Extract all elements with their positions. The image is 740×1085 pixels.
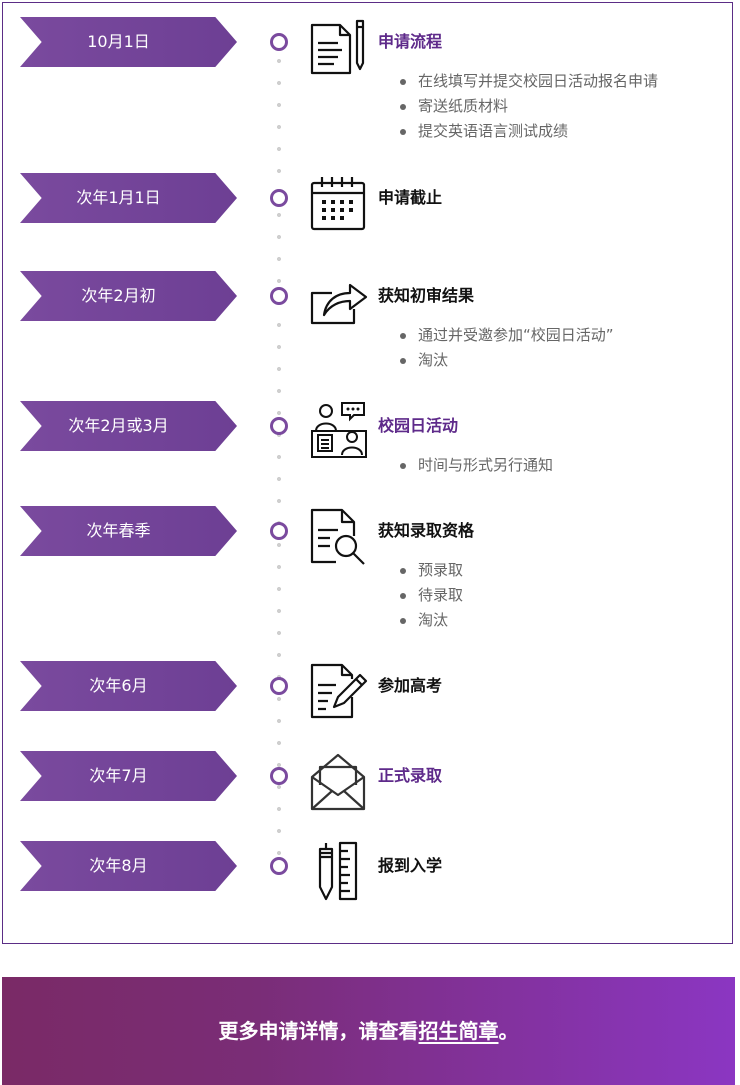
date-arrow: 次年7月	[20, 751, 237, 801]
timeline-node	[270, 417, 288, 435]
date-arrow: 次年6月	[20, 661, 237, 711]
document-edit-icon	[308, 661, 368, 721]
step-title: 正式录取	[378, 766, 443, 785]
timeline-node	[270, 677, 288, 695]
step-title: 参加高考	[378, 676, 443, 695]
calendar-icon	[308, 173, 368, 233]
timeline-frame	[2, 2, 733, 944]
pencil-ruler-icon	[308, 841, 368, 901]
banner-text-end: 。	[498, 1019, 519, 1043]
date-arrow: 次年2月初	[20, 271, 237, 321]
step-title: 获知录取资格	[378, 521, 475, 540]
share-arrow-icon	[308, 271, 368, 331]
document-pen-icon	[308, 17, 368, 77]
timeline-node	[270, 33, 288, 51]
step-title: 报到入学	[378, 856, 443, 875]
timeline-node	[270, 767, 288, 785]
list-item: 通过并受邀参加“校园日活动”	[400, 323, 614, 348]
date-arrow: 10月1日	[20, 17, 237, 67]
list-item: 时间与形式另行通知	[400, 453, 553, 478]
date-arrow: 次年2月或3月	[20, 401, 237, 451]
list-item: 在线填写并提交校园日活动报名申请	[400, 69, 658, 94]
timeline-node	[270, 857, 288, 875]
more-info-banner: 更多申请详情，请查看招生简章。	[2, 977, 735, 1085]
timeline-node	[270, 522, 288, 540]
step-title: 获知初审结果	[378, 286, 475, 305]
step-items: 时间与形式另行通知	[400, 453, 553, 478]
step-title: 申请流程	[378, 32, 443, 51]
timeline-dotted-line	[277, 50, 281, 860]
document-search-icon	[308, 506, 368, 566]
step-items: 在线填写并提交校园日活动报名申请 寄送纸质材料 提交英语语言测试成绩	[400, 69, 658, 144]
timeline-node	[270, 189, 288, 207]
step-items: 预录取 待录取 淘汰	[400, 558, 463, 633]
banner-text: 更多申请详情，请查看	[218, 1019, 419, 1043]
list-item: 预录取	[400, 558, 463, 583]
date-arrow: 次年8月	[20, 841, 237, 891]
list-item: 待录取	[400, 583, 463, 608]
list-item: 寄送纸质材料	[400, 94, 658, 119]
list-item: 淘汰	[400, 348, 614, 373]
date-arrow: 次年春季	[20, 506, 237, 556]
step-title: 校园日活动	[378, 416, 459, 435]
step-items: 通过并受邀参加“校园日活动” 淘汰	[400, 323, 614, 373]
timeline-node	[270, 287, 288, 305]
admission-brochure-link[interactable]: 招生简章	[418, 1019, 499, 1043]
list-item: 提交英语语言测试成绩	[400, 119, 658, 144]
date-arrow: 次年1月1日	[20, 173, 237, 223]
list-item: 淘汰	[400, 608, 463, 633]
envelope-icon	[308, 751, 368, 811]
interview-icon	[308, 401, 368, 461]
step-title: 申请截止	[378, 188, 443, 207]
